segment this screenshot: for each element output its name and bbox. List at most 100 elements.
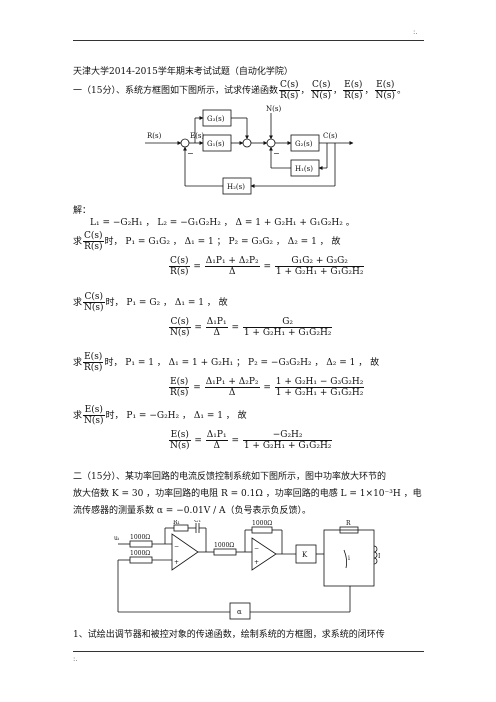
step4-post: 时， P₁ = −G₂H₂ ， Δ₁ = 1 ， 故 [105, 411, 247, 421]
step2-eq-rhs-num: G₂ [242, 317, 333, 328]
q2-line3: 流传感器的测量系数 α = −0.01V / A（负号表示负反馈）。 [73, 506, 312, 516]
q1-tf1-num: C(s) [278, 80, 300, 91]
step1-eq-lhs-num: C(s) [169, 256, 190, 267]
step4-eq-lhs-den: N(s) [170, 441, 190, 451]
step3-frac-num: E(s) [83, 352, 104, 363]
step3-frac-den: R(s) [84, 363, 103, 373]
q1-tf1-den: R(s) [280, 91, 299, 101]
opamp2-plus: + [254, 559, 259, 566]
step2-eq-mid-den: Δ [213, 328, 220, 338]
loops-line: L₁ = −G₂H₁ ， L₂ = −G₁G₂H₂ ， Δ = 1 + G₂H₁… [90, 218, 355, 228]
step2-eq-lhs: C(s)N(s) [169, 317, 191, 338]
q1-tf2-num: C(s) [310, 80, 333, 91]
step4-frac-num: E(s) [83, 405, 105, 416]
step2-frac-num: C(s) [83, 292, 105, 303]
label-i: i [348, 555, 350, 562]
r-in1 [129, 540, 153, 548]
q1-sep1: ， [300, 86, 310, 96]
label-h1: H₁(s) [295, 165, 313, 173]
step2-frac-den: N(s) [84, 303, 104, 313]
q1-tf1: C(s)R(s) [278, 80, 300, 101]
q1-tf2: C(s)N(s) [310, 80, 333, 101]
r-in2 [129, 556, 153, 564]
label-c1: C₁ [194, 520, 201, 524]
step4-eq-mid-den: Δ [213, 441, 220, 451]
header-mark: :. [413, 28, 418, 36]
label-r-in1: 1000Ω [130, 534, 150, 541]
minus-3: − [273, 149, 280, 158]
label-g1: G₁(s) [207, 140, 225, 148]
opamp1-minus: − [174, 543, 179, 550]
q1-tf3-den: R(s) [344, 91, 363, 101]
q2-line2: 放大倍数 K = 30 ，功率回路的电阻 R = 0.1Ω ，功率回路的电感 L… [73, 489, 422, 499]
label-r1: R₁ [173, 520, 180, 526]
step4-eq-lhs-num: E(s) [169, 430, 191, 441]
label-r-mid: 1000Ω [214, 542, 234, 549]
q2-circuit-diagram: uᵢ 1000Ω 1000Ω R₁ C₁ 1000Ω 1000Ω K R L i… [114, 520, 380, 620]
q2-sub1: 1、试绘出调节器和被控对象的传递函数，绘制系统的方框图，求系统的闭环传 [73, 630, 385, 640]
label-c: C(s) [323, 132, 338, 140]
step3-eq-lhs-den: R(s) [170, 388, 189, 398]
q1-end: 。 [397, 86, 407, 96]
q1-block-diagram: R(s) E(s) G₁(s) G₃(s) N(s) G₂(s) C(s) H₁… [145, 105, 354, 195]
step3-eq-mid-num: Δ₁P₁ + Δ₂P₂ [204, 377, 260, 388]
opamp1-plus: + [174, 559, 179, 566]
r-fb2 [251, 526, 273, 534]
label-k: K [302, 551, 308, 559]
step1-eq-rhs-den: 1 + G₂H₁ + G₁G₂H₂ [275, 267, 364, 277]
step2-eq-lhs-num: C(s) [169, 317, 191, 328]
step2-pre: 求 [73, 298, 83, 308]
q1-intro-text: 一（15分）、系统方框图如下图所示，试求传递函数 [73, 86, 278, 96]
label-g3: G₃(s) [207, 115, 225, 123]
header-rule [73, 40, 424, 41]
label-n: N(s) [266, 105, 281, 113]
opamp-2 [251, 537, 277, 571]
q1-sep3: ， [364, 86, 374, 96]
step3-eq-rhs-num: 1 + G₂H₁ − G₃G₂H₂ [274, 377, 365, 388]
label-l: L [378, 553, 380, 560]
opamp-1 [171, 533, 199, 571]
solution-label: 解： [73, 206, 92, 216]
doc-title: 天津大学2014-2015学年期末考试试题（自动化学院） [73, 67, 293, 77]
sum-junction-3 [266, 138, 276, 148]
footer-mark: :. [73, 655, 78, 663]
step1-post: 时， P₁ = G₁G₂ ， Δ₁ = 1 ； P₂ = G₃G₂ ， Δ₂ =… [104, 237, 341, 247]
step1-eq-lhs: C(s)R(s) [169, 256, 190, 277]
q1-sep2: ， [333, 86, 343, 96]
step4-eq-lhs: E(s)N(s) [169, 430, 191, 451]
opamp2-minus: − [254, 545, 259, 552]
footer-rule [73, 651, 424, 652]
step1-pre: 求 [73, 237, 83, 247]
label-ui: uᵢ [114, 535, 120, 542]
step4-pre: 求 [73, 411, 83, 421]
step3-frac: E(s)R(s) [83, 352, 104, 373]
sum-junction-1 [180, 138, 190, 148]
label-alpha: α [237, 608, 242, 616]
label-g2: G₂(s) [295, 140, 313, 148]
step4-frac: E(s)N(s) [83, 405, 105, 426]
r-load [339, 526, 359, 534]
q1-tf2-den: N(s) [311, 91, 332, 101]
step3-eq-mid-den: Δ [228, 388, 236, 398]
label-e: E(s) [190, 132, 204, 140]
step2-eq-lhs-den: N(s) [170, 328, 190, 338]
r-mid [213, 548, 237, 556]
step3-post: 时， P₁ = 1 ， Δ₁ = 1 + G₂H₁ ； P₂ = −G₃G₂H₂… [104, 358, 380, 368]
minus-1: − [187, 149, 194, 158]
label-r-fb2: 1000Ω [252, 520, 272, 527]
q1-tf4-num: E(s) [374, 80, 397, 91]
step3-eq-rhs-den: 1 + G₂H₁ + G₁G₂H₂ [275, 388, 364, 398]
step1-eq-mid-den: Δ [228, 267, 236, 277]
